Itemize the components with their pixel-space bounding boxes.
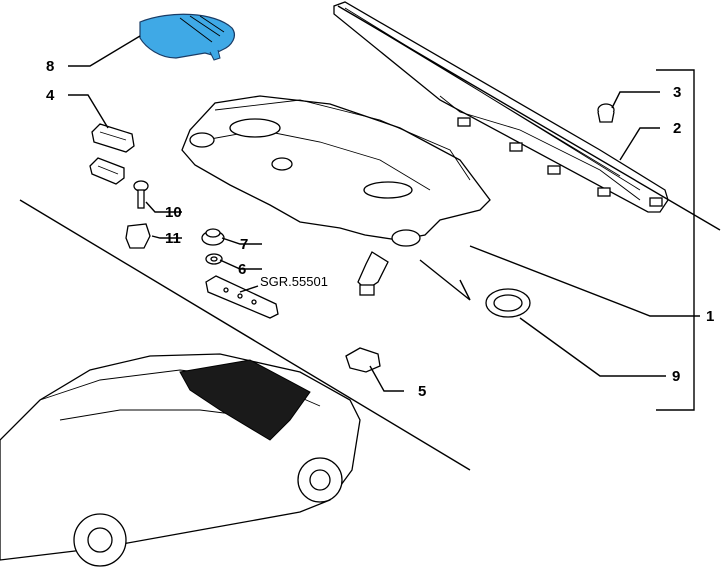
part-9-vent-ring[interactable] xyxy=(485,288,531,318)
leader-lines xyxy=(19,5,721,471)
callout-6: 6 xyxy=(238,261,246,278)
part-5-connector[interactable] xyxy=(345,347,381,373)
callout-10: 10 xyxy=(165,204,182,221)
callout-labels: 8 4 10 11 7 6 SGR.55501 3 2 1 9 5 xyxy=(46,58,714,400)
part-3-clip[interactable] xyxy=(597,103,615,123)
part-6-washer[interactable] xyxy=(205,253,223,265)
reference-code: SGR.55501 xyxy=(260,274,328,289)
callout-11: 11 xyxy=(165,230,181,247)
callout-9: 9 xyxy=(672,368,680,385)
callout-7: 7 xyxy=(240,236,248,253)
part-7-nut[interactable] xyxy=(201,228,225,246)
callout-2: 2 xyxy=(673,120,681,137)
part-1-parcel-shelf[interactable] xyxy=(181,95,491,296)
part-2-rear-strip[interactable] xyxy=(333,1,669,213)
callout-8: 8 xyxy=(46,58,54,75)
bracket-sgr[interactable] xyxy=(205,275,279,319)
grille-small[interactable] xyxy=(89,157,125,185)
part-10-screw[interactable] xyxy=(133,180,149,209)
part-4-vent[interactable] xyxy=(91,123,135,153)
callout-3: 3 xyxy=(673,84,681,101)
callout-1: 1 xyxy=(706,308,714,325)
part-8-cover[interactable] xyxy=(139,13,235,61)
callout-5: 5 xyxy=(418,383,426,400)
callout-4: 4 xyxy=(46,87,55,104)
car-outline xyxy=(0,353,361,567)
part-11-clip-nut[interactable] xyxy=(125,223,151,249)
